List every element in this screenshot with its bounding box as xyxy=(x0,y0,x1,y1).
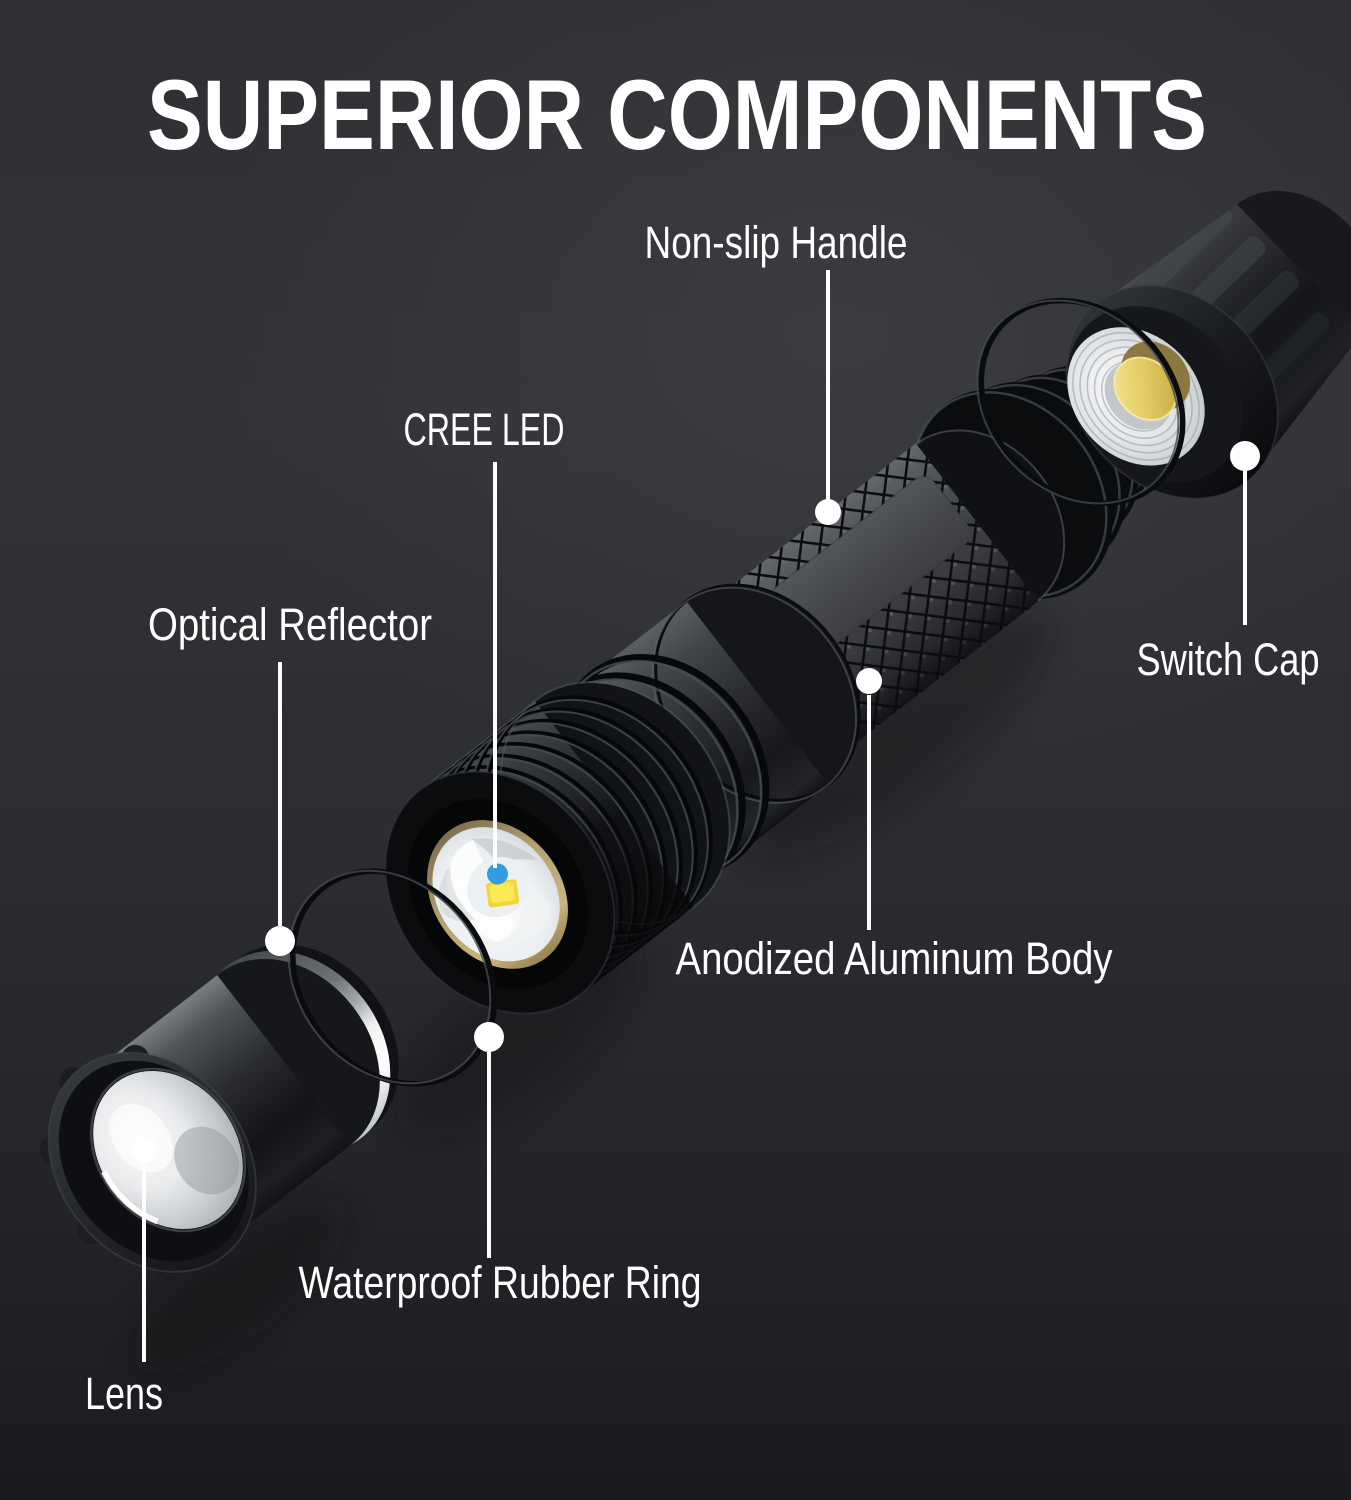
svg-text:CREE LED: CREE LED xyxy=(404,404,565,455)
svg-text:Anodized Aluminum Body: Anodized Aluminum Body xyxy=(676,933,1113,984)
svg-text:Waterproof Rubber Ring: Waterproof Rubber Ring xyxy=(299,1257,702,1308)
svg-text:Switch Cap: Switch Cap xyxy=(1137,634,1320,685)
svg-text:Lens: Lens xyxy=(85,1368,163,1419)
svg-text:SUPERIOR COMPONENTS: SUPERIOR COMPONENTS xyxy=(147,59,1207,170)
svg-text:Optical Reflector: Optical Reflector xyxy=(148,599,432,650)
svg-text:Non-slip Handle: Non-slip Handle xyxy=(645,217,908,268)
